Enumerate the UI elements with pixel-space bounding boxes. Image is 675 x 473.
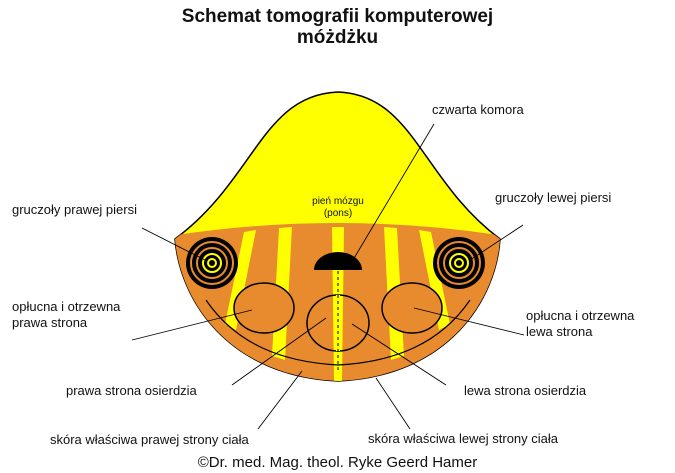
label-left-dermis: skóra właściwa lewej strony ciała [368,431,559,446]
label-right-pleura-line2: prawa strona [12,315,88,330]
left-pleura-ellipse [382,283,442,333]
label-brainstem-line2: (pons) [324,208,352,219]
label-left-pericardium: lewa strona osierdzia [464,383,587,398]
label-left-pleura-line2: lewa strona [526,324,593,339]
left-breast-glands-rings [433,237,485,289]
label-right-pericardium: prawa strona osierdzia [66,383,198,398]
right-pleura-ellipse [234,283,294,333]
right-breast-glands-rings [186,237,238,289]
label-right-dermis: skóra właściwa prawej strony ciała [50,432,249,447]
label-fourth-ventricle: czwarta komora [432,102,525,117]
label-brainstem-line1: pień mózgu [312,196,364,207]
label-right-breast-glands: gruczoły prawej piersi [12,202,137,217]
label-right-pleura-line1: opłucna i otrzewna [12,299,121,314]
label-left-pleura-line1: opłucna i otrzewna [526,308,635,323]
label-left-breast-glands: gruczoły lewej piersi [495,190,611,205]
copyright-notice: ©Dr. med. Mag. theol. Ryke Geerd Hamer [0,454,675,471]
